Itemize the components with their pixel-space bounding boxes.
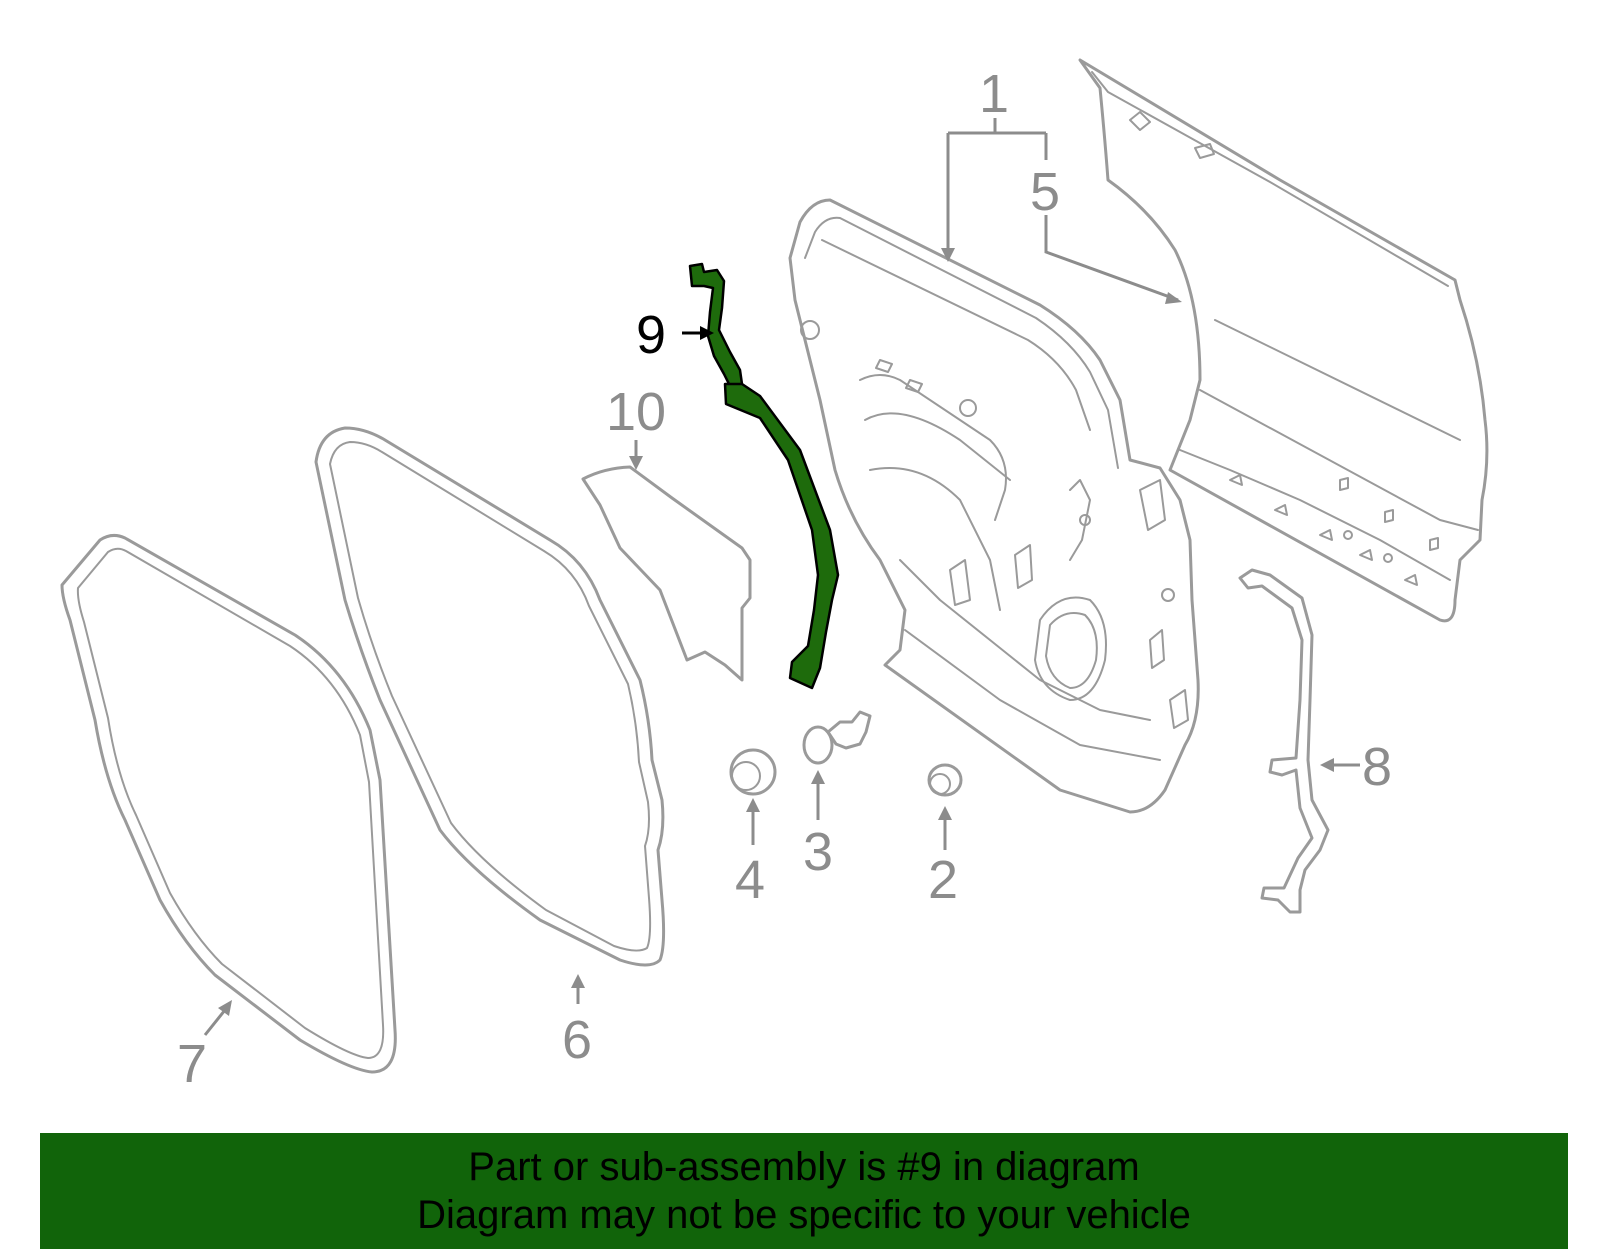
- part-6-inner-weatherstrip: [314, 426, 666, 967]
- part-10-door-trim-insulator: [581, 465, 752, 682]
- part-3-clip: [802, 710, 872, 765]
- part-8-bracket: [1238, 568, 1330, 914]
- callout-3: 3: [803, 822, 833, 882]
- part-5-door-outer-skin: [1078, 58, 1489, 623]
- callout-5: 5: [1030, 162, 1060, 222]
- callout-4: 4: [735, 850, 765, 910]
- callout-10: 10: [606, 382, 666, 442]
- part-9-highlighted-channel: [688, 262, 840, 690]
- part-4-plug: [729, 748, 777, 796]
- callout-9: 9: [636, 305, 666, 365]
- callout-6: 6: [562, 1010, 592, 1070]
- callout-leaders: [203, 118, 1360, 1036]
- callout-1: 1: [979, 64, 1009, 124]
- info-banner: Part or sub-assembly is #9 in diagram Di…: [40, 1133, 1568, 1249]
- callout-7: 7: [177, 1034, 207, 1094]
- part-2-plug: [927, 763, 963, 797]
- banner-line-1: Part or sub-assembly is #9 in diagram: [468, 1145, 1140, 1189]
- callout-labels: 1 5 9 10 8 3 4 2 6 7: [177, 64, 1392, 1094]
- callout-8: 8: [1362, 737, 1392, 797]
- part-1-door-inner-panel: [788, 198, 1200, 814]
- part-7-outer-weatherstrip: [60, 533, 397, 1074]
- callout-2: 2: [928, 850, 958, 910]
- banner-line-2: Diagram may not be specific to your vehi…: [417, 1193, 1191, 1237]
